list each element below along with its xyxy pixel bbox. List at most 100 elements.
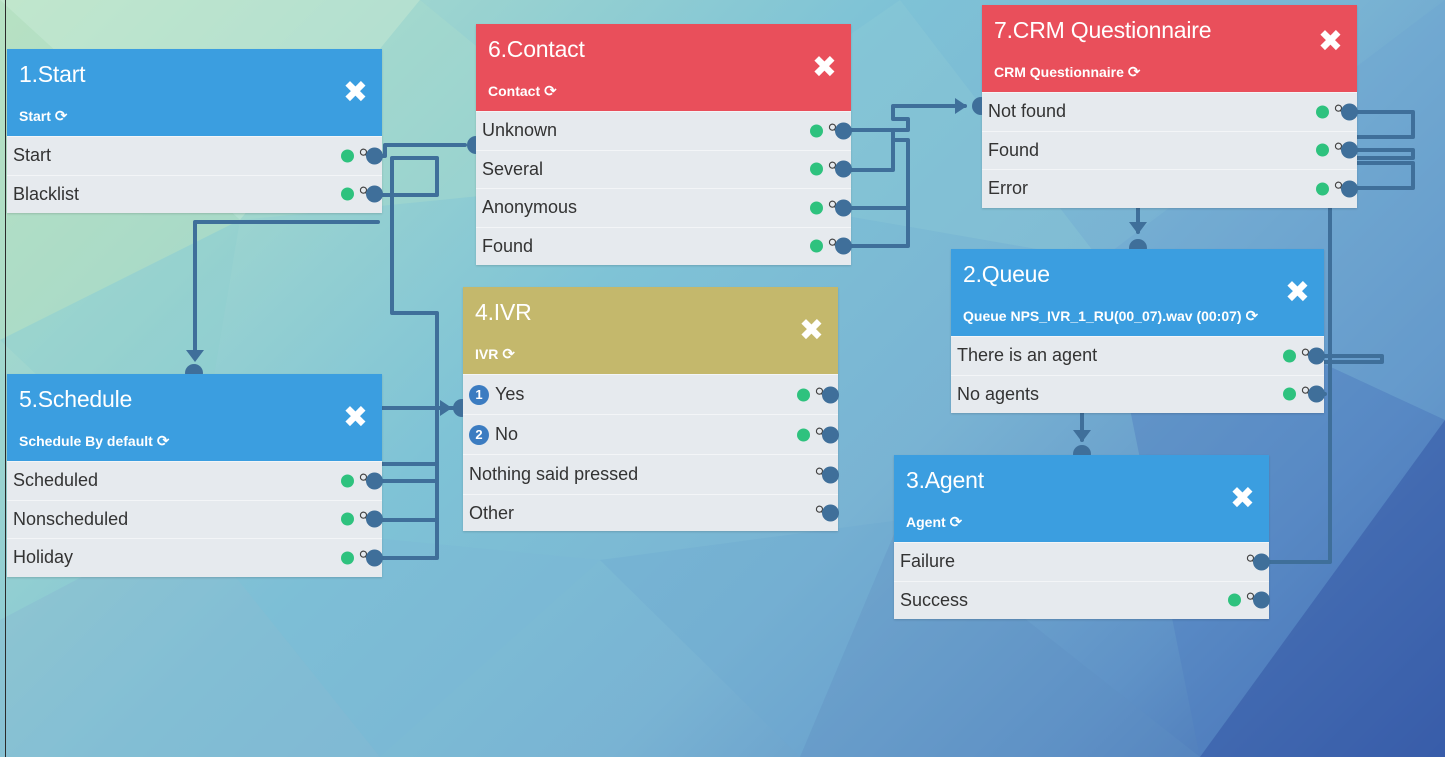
output-port[interactable] xyxy=(1308,347,1325,365)
node-row-found[interactable]: Found⚲ xyxy=(476,226,852,265)
row-label: Blacklist xyxy=(13,183,80,204)
status-dot xyxy=(1316,105,1329,119)
refresh-icon[interactable]: ⟳ xyxy=(1245,307,1259,325)
node-subtitle: Contact⟳ xyxy=(488,83,557,99)
node-subtitle: Schedule By default⟳ xyxy=(19,433,169,449)
output-port[interactable] xyxy=(366,472,383,490)
node-row-unknown[interactable]: Unknown⚲ xyxy=(476,111,852,150)
status-dot xyxy=(1283,349,1296,363)
node-row-failure[interactable]: Failure⚲ xyxy=(894,542,1270,581)
node-title: 5.Schedule xyxy=(19,386,133,412)
node-header[interactable]: 1.Start Start⟳ ✖ xyxy=(7,49,382,136)
row-label: No agents xyxy=(957,383,1040,404)
node-subtitle: IVR⟳ xyxy=(475,346,515,362)
node-header[interactable]: 6.Contact Contact⟳ ✖ xyxy=(476,24,851,111)
row-label-text: No xyxy=(495,424,519,444)
node-row-error[interactable]: Error⚲ xyxy=(982,169,1358,208)
status-dot xyxy=(810,124,823,138)
close-icon[interactable]: ✖ xyxy=(1229,481,1255,515)
node-row-no-agents[interactable]: No agents⚲ xyxy=(951,374,1325,413)
close-icon[interactable]: ✖ xyxy=(342,400,368,434)
row-label: Unknown xyxy=(482,120,558,141)
output-port[interactable] xyxy=(366,510,383,528)
node-row-anonymous[interactable]: Anonymous⚲ xyxy=(476,188,852,227)
status-dot xyxy=(341,551,354,565)
output-port[interactable] xyxy=(366,147,383,165)
queue-node[interactable]: 2.Queue Queue NPS_IVR_1_RU(00_07).wav (0… xyxy=(951,239,1325,413)
canvas-left-border xyxy=(5,0,6,757)
node-subtitle-text: Contact xyxy=(488,83,541,99)
node-title: 3.Agent xyxy=(906,467,984,493)
close-icon[interactable]: ✖ xyxy=(1317,24,1343,58)
output-port[interactable] xyxy=(1253,553,1270,571)
refresh-icon[interactable]: ⟳ xyxy=(502,345,515,363)
status-dot xyxy=(1228,593,1241,607)
node-row-success[interactable]: Success⚲ xyxy=(894,580,1270,619)
start-node[interactable]: 1.Start Start⟳ ✖ Start⚲ Blacklist⚲ xyxy=(7,49,383,213)
node-row-not-found[interactable]: Not found⚲ xyxy=(982,92,1358,131)
row-label: Anonymous xyxy=(482,197,578,218)
output-port[interactable] xyxy=(366,185,383,203)
close-icon[interactable]: ✖ xyxy=(811,50,837,84)
node-row-start[interactable]: Start⚲ xyxy=(7,136,383,175)
status-dot xyxy=(341,474,354,488)
output-port[interactable] xyxy=(1341,103,1358,121)
status-dot xyxy=(810,201,823,215)
refresh-icon[interactable]: ⟳ xyxy=(1127,63,1141,81)
node-row-found[interactable]: Found⚲ xyxy=(982,130,1358,169)
node-row-several[interactable]: Several⚲ xyxy=(476,149,852,188)
node-subtitle: Agent⟳ xyxy=(906,514,962,530)
output-port[interactable] xyxy=(822,386,839,403)
output-port[interactable] xyxy=(1341,180,1358,198)
node-row-nothing-said-pressed[interactable]: Nothing said pressed⚲ xyxy=(463,454,839,494)
node-subtitle-text: Agent xyxy=(906,514,946,530)
output-port[interactable] xyxy=(1308,385,1325,403)
status-dot xyxy=(1316,143,1329,157)
output-port[interactable] xyxy=(1253,591,1270,609)
output-port[interactable] xyxy=(822,504,839,522)
refresh-icon[interactable]: ⟳ xyxy=(156,432,170,450)
close-icon[interactable]: ✖ xyxy=(1284,275,1310,309)
node-header[interactable]: 3.Agent Agent⟳ ✖ xyxy=(894,455,1269,542)
node-row-other[interactable]: Other⚲ xyxy=(463,494,839,531)
output-port[interactable] xyxy=(835,122,852,140)
output-port[interactable] xyxy=(822,466,839,483)
output-port[interactable] xyxy=(1341,141,1358,159)
node-header[interactable]: 5.Schedule Schedule By default⟳ ✖ xyxy=(7,374,382,461)
close-icon[interactable]: ✖ xyxy=(342,75,368,109)
node-subtitle: CRM Questionnaire⟳ xyxy=(994,64,1140,80)
node-header[interactable]: 2.Queue Queue NPS_IVR_1_RU(00_07).wav (0… xyxy=(951,249,1324,336)
node-subtitle: Queue NPS_IVR_1_RU(00_07).wav (00:07)⟳ xyxy=(963,308,1258,324)
refresh-icon[interactable]: ⟳ xyxy=(54,107,68,125)
refresh-icon[interactable]: ⟳ xyxy=(544,82,557,100)
status-dot xyxy=(1316,182,1329,196)
contact-node[interactable]: 6.Contact Contact⟳ ✖ Unknown⚲ Several⚲ A… xyxy=(467,24,852,265)
node-subtitle-text: Queue NPS_IVR_1_RU(00_07).wav (00:07) xyxy=(963,308,1242,324)
node-subtitle: Start⟳ xyxy=(19,108,67,124)
node-row-blacklist[interactable]: Blacklist⚲ xyxy=(7,174,383,213)
crm-questionnaire-node[interactable]: 7.CRM Questionnaire CRM Questionnaire⟳ ✖… xyxy=(972,5,1358,208)
schedule-node[interactable]: 5.Schedule Schedule By default⟳ ✖ Schedu… xyxy=(7,364,383,577)
output-port[interactable] xyxy=(822,426,839,443)
node-header[interactable]: 4.IVR IVR⟳ ✖ xyxy=(463,287,838,374)
output-port[interactable] xyxy=(366,549,383,567)
agent-node[interactable]: 3.Agent Agent⟳ ✖ Failure⚲ Success⚲ xyxy=(894,445,1270,619)
node-row-nonscheduled[interactable]: Nonscheduled⚲ xyxy=(7,499,383,538)
node-row-holiday[interactable]: Holiday⚲ xyxy=(7,538,383,577)
output-port[interactable] xyxy=(835,160,852,178)
node-header[interactable]: 7.CRM Questionnaire CRM Questionnaire⟳ ✖ xyxy=(982,5,1357,92)
node-row-there-is-an-agent[interactable]: There is an agent⚲ xyxy=(951,336,1325,375)
output-port[interactable] xyxy=(835,237,852,255)
node-row-scheduled[interactable]: Scheduled⚲ xyxy=(7,461,383,500)
row-label: Found xyxy=(988,139,1040,160)
output-port[interactable] xyxy=(835,199,852,217)
close-icon[interactable]: ✖ xyxy=(798,313,824,347)
refresh-icon[interactable]: ⟳ xyxy=(949,513,963,531)
node-title: 4.IVR xyxy=(475,299,532,325)
